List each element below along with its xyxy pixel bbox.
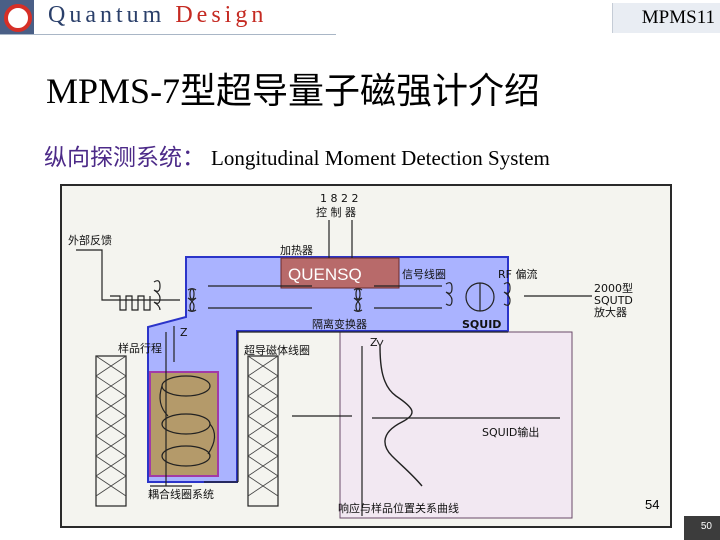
controller-label: 控 制 器 [316,205,356,219]
rf-bias-label: RF 偏流 [498,267,537,281]
feedback-coil [110,295,151,311]
heater-label: 加热器 [280,244,313,257]
logo-word-quantum: Quantum [48,2,166,28]
response-curve [379,345,423,487]
logo-wordmark: Quantum Design [48,2,267,29]
magnet-coil-left [95,355,127,507]
page-title: MPMS-7型超导量子磁强计介绍 [46,71,541,111]
squid-name-label: SQUTD [594,294,633,307]
quensq-box [280,257,400,289]
subtitle-zh: 纵向探测系统： [44,145,205,171]
quensq-label: QUENSQ [288,265,362,284]
squid-type-label: 2000型 [594,281,633,295]
diagram-canvas: 1 8 2 2 控 制 器 外部反馈 加热器 信号线圈 RF 偏流 2000型 … [68,192,633,519]
sample-travel-label: 样品行程 [118,341,162,355]
signal-coil-label: 信号线圈 [402,267,446,281]
logo-q-icon [0,0,34,34]
logo-word-design: Design [175,2,268,28]
quantum-design-logo: Quantum Design [0,0,336,35]
slide-number-badge: 50 [684,516,720,540]
plot-z-label: Z [370,336,378,349]
pickup-coils [159,375,216,467]
transformer-coils [153,280,511,312]
detection-system-diagram: 1 8 2 2 控 制 器 外部反馈 加热器 信号线圈 RF 偏流 2000型 … [60,184,672,528]
magnet-coil-right [247,355,279,507]
wiring [76,220,592,516]
z-axis-label: Z [180,326,188,339]
page-subtitle: 纵向探测系统：Longitudinal Moment Detection Sys… [44,138,550,172]
subtitle-en: Longitudinal Moment Detection System [211,146,550,170]
isolation-transformer-label: 隔离变换器 [312,317,367,331]
squid-label: SQUID [462,318,501,331]
squid-output-label: SQUID输出 [482,425,539,439]
controller-number: 1 8 2 2 [320,192,358,205]
coupling-coil-system-label: 耦合线圈系统 [148,487,214,501]
plot-z-arrow [376,339,384,347]
slide-tag-label: MPMS11 [641,7,715,28]
slide-tag: MPMS11 [612,3,720,33]
response-plot-box [339,331,573,519]
sc-magnet-coil-label: 超导磁体线圈 [244,343,310,357]
amplifier-label: 放大器 [594,305,627,319]
page-number: 54 [645,497,660,512]
external-feedback-label: 外部反馈 [68,233,112,247]
slide-number: 50 [700,521,712,532]
response-curve-label: 响应与样品位置关系曲线 [338,501,459,515]
